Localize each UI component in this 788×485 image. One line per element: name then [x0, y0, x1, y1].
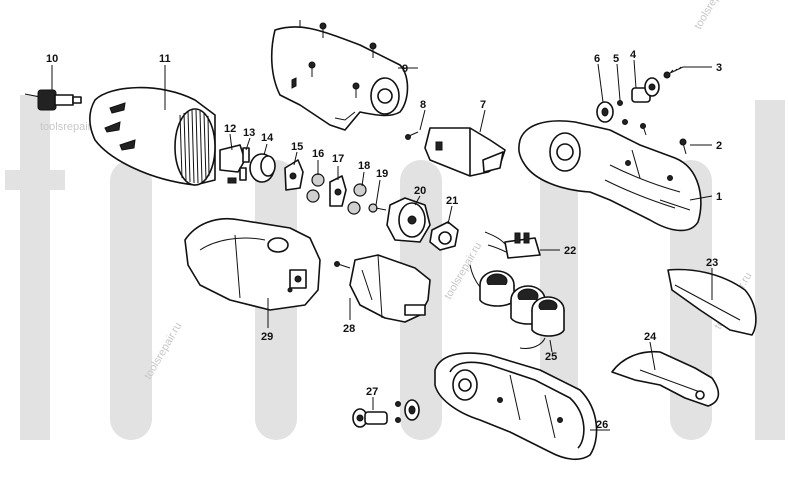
part-28-motor-holder [349, 254, 431, 323]
watermark-bar [5, 170, 65, 190]
part-20-motor [386, 197, 431, 243]
part-13-pin [239, 147, 250, 181]
part-1-housing-right [518, 120, 702, 232]
callout-13: 13 [243, 127, 255, 139]
callout-27: 27 [366, 386, 378, 398]
callout-leaders [51, 59, 713, 431]
callout-20: 20 [414, 185, 426, 197]
part-18-planet-gear [347, 183, 367, 215]
callout-18: 18 [358, 160, 370, 172]
part-23-grip-pad [667, 268, 757, 336]
callout-26: 26 [596, 419, 608, 431]
callout-2: 2 [716, 140, 722, 152]
part-9-top-cover [270, 26, 409, 131]
callout-8: 8 [420, 99, 426, 111]
part-10-bit-holder [24, 89, 82, 111]
callout-9: 9 [402, 63, 408, 75]
callout-19: 19 [376, 168, 388, 180]
callout-10: 10 [46, 53, 58, 65]
callout-21: 21 [446, 195, 458, 207]
callout-16: 16 [312, 148, 324, 160]
part-9-screws [299, 20, 377, 98]
callout-28: 28 [343, 323, 355, 335]
part-5-ball [617, 100, 628, 125]
callout-11: 11 [159, 53, 171, 65]
callout-22: 22 [564, 245, 576, 257]
part-27-pivot-pin [352, 399, 420, 428]
callout-23: 23 [706, 257, 718, 269]
watermark-diag-text: toolsrepair.ru [442, 240, 484, 301]
part-11-nose-cone [88, 86, 216, 186]
callout-25: 25 [545, 351, 557, 363]
part-7-internal-frame [424, 127, 506, 177]
callout-15: 15 [291, 141, 303, 153]
watermark-bar [20, 95, 50, 440]
callout-3: 3 [716, 62, 722, 74]
part-17-gear-plate [329, 175, 347, 207]
callout-labels: 10 11 12 13 14 15 16 17 18 19 20 21 22 9… [46, 49, 722, 431]
part-14-ring [249, 153, 276, 183]
callout-5: 5 [613, 53, 619, 65]
part-19-sun-gear [368, 203, 387, 213]
part-26-housing-left [434, 352, 598, 461]
part-22-switch [484, 231, 541, 259]
watermark-bar [110, 160, 152, 440]
callout-14: 14 [261, 132, 274, 144]
part-28-screw [334, 261, 351, 269]
part-25-battery-pack [469, 264, 565, 349]
part-2-screw [679, 138, 687, 155]
watermark-small-text: toolsrepair.ru [40, 121, 104, 133]
watermark-diag-text: toolsrepair.ru [692, 0, 734, 32]
callout-17: 17 [332, 153, 344, 165]
watermark-bar [755, 100, 785, 440]
part-16-planet-gear [306, 173, 325, 203]
part-6-washer [596, 101, 614, 123]
part-3-screw [663, 66, 684, 79]
part-8-screw [405, 131, 419, 140]
part-24-grip-pad [611, 350, 720, 407]
part-misc-screw [640, 123, 647, 136]
part-21-brush-holder [429, 221, 459, 251]
part-4-pivot-pin [631, 77, 660, 103]
callout-4: 4 [630, 49, 637, 61]
part-29-gear-housing [184, 217, 321, 311]
part-12-gear-carrier [219, 144, 246, 184]
callout-29: 29 [261, 331, 273, 343]
callout-24: 24 [644, 331, 657, 343]
part-15-planet-carrier [284, 159, 304, 191]
callout-1: 1 [716, 191, 722, 203]
callout-7: 7 [480, 99, 486, 111]
callout-12: 12 [224, 123, 236, 135]
callout-6: 6 [594, 53, 600, 65]
